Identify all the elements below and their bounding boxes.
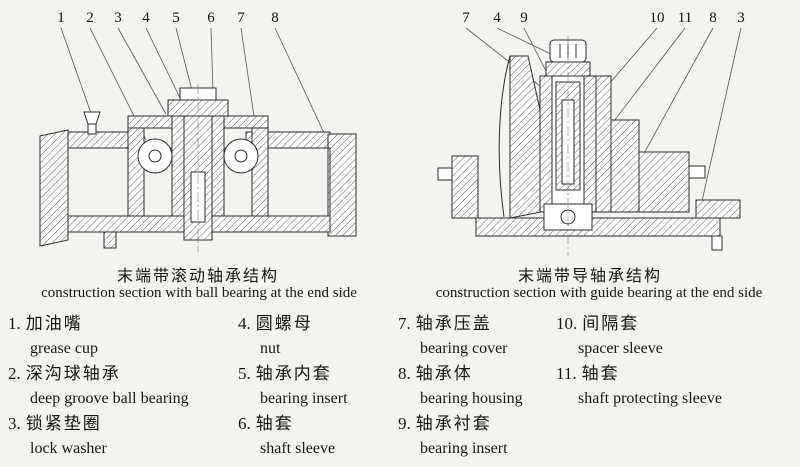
legend-item-zh: 间隔套 bbox=[582, 314, 640, 333]
callout-7: 7 bbox=[237, 10, 245, 26]
figure-ball-bearing-section: 1 2 3 4 5 6 7 8 bbox=[39, 10, 357, 252]
legend-item-en: bearing cover bbox=[420, 340, 508, 357]
legend-item-en: bearing insert bbox=[420, 440, 508, 457]
callout-9: 9 bbox=[520, 10, 528, 26]
caption-right-en: construction section with guide bearing … bbox=[435, 285, 763, 301]
legend-item-7: 7.轴承压盖 bearing cover bbox=[398, 311, 556, 361]
ball-bearing-left-part bbox=[137, 138, 173, 174]
parts-legend: 1.加油嘴 grease cup 2.深沟球轴承 deep groove bal… bbox=[8, 311, 796, 461]
callout-2: 2 bbox=[86, 10, 94, 26]
legend-item-en: lock washer bbox=[30, 440, 107, 457]
legend-item-en: deep groove ball bearing bbox=[30, 390, 189, 407]
legend-item-en: bearing housing bbox=[420, 390, 523, 407]
legend-item-zh: 轴承体 bbox=[415, 364, 473, 383]
legend-item-4: 4.圆螺母 nut bbox=[238, 311, 398, 361]
callout-8: 8 bbox=[709, 10, 717, 26]
caption-left-zh: 末端带滚动轴承结构 bbox=[116, 268, 279, 285]
callout-8: 8 bbox=[271, 10, 279, 26]
legend-item-number: 3. bbox=[8, 414, 21, 433]
callout-3: 3 bbox=[114, 10, 122, 26]
legend-item-number: 1. bbox=[8, 314, 21, 333]
legend-column-4: 10.间隔套 spacer sleeve 11.轴套 shaft protect… bbox=[556, 311, 796, 461]
legend-item-1: 1.加油嘴 grease cup bbox=[8, 311, 238, 361]
legend-item-2: 2.深沟球轴承 deep groove ball bearing bbox=[8, 361, 238, 411]
callout-numbers: 7 4 9 10 11 8 3 bbox=[462, 10, 745, 26]
callout-10: 10 bbox=[650, 10, 665, 26]
callout-4: 4 bbox=[142, 10, 150, 26]
callout-4: 4 bbox=[493, 10, 501, 26]
legend-item-11: 11.轴套 shaft protecting sleeve bbox=[556, 361, 796, 411]
shaft-assembly bbox=[167, 87, 229, 241]
callout-11: 11 bbox=[678, 10, 692, 26]
caption-left-en: construction section with ball bearing a… bbox=[41, 285, 357, 301]
legend-column-2: 4.圆螺母 nut 5.轴承内套 bearing insert 6.轴套 sha… bbox=[238, 311, 398, 461]
callout-5: 5 bbox=[172, 10, 180, 26]
legend-item-zh: 锁紧垫圈 bbox=[25, 414, 102, 433]
legend-item-number: 2. bbox=[8, 364, 21, 383]
legend-item-en: grease cup bbox=[30, 340, 98, 357]
legend-item-number: 6. bbox=[238, 414, 251, 433]
caption-right-zh: 末端带导轴承结构 bbox=[517, 268, 662, 285]
legend-item-3: 3.锁紧垫圈 lock washer bbox=[8, 411, 238, 461]
callout-7: 7 bbox=[462, 10, 470, 26]
legend-item-6: 6.轴套 shaft sleeve bbox=[238, 411, 398, 461]
callout-6: 6 bbox=[207, 10, 215, 26]
legend-item-number: 9. bbox=[398, 414, 411, 433]
callout-3: 3 bbox=[737, 10, 745, 26]
legend-item-number: 8. bbox=[398, 364, 411, 383]
legend-item-10: 10.间隔套 spacer sleeve bbox=[556, 311, 796, 361]
legend-item-zh: 圆螺母 bbox=[255, 314, 313, 333]
legend-item-number: 7. bbox=[398, 314, 411, 333]
legend-item-number: 4. bbox=[238, 314, 251, 333]
legend-item-5: 5.轴承内套 bearing insert bbox=[238, 361, 398, 411]
legend-column-1: 1.加油嘴 grease cup 2.深沟球轴承 deep groove bal… bbox=[8, 311, 238, 461]
legend-item-zh: 轴承压盖 bbox=[415, 314, 492, 333]
legend-item-en: shaft protecting sleeve bbox=[578, 390, 722, 407]
legend-item-9: 9.轴承衬套 bearing insert bbox=[398, 411, 556, 461]
legend-item-en: nut bbox=[260, 340, 281, 357]
legend-item-en: spacer sleeve bbox=[578, 340, 663, 357]
legend-item-zh: 加油嘴 bbox=[25, 314, 83, 333]
legend-item-8: 8.轴承体 bearing housing bbox=[398, 361, 556, 411]
figure-guide-bearing-section: 7 4 9 10 11 8 3 bbox=[437, 10, 745, 256]
legend-item-zh: 轴承内套 bbox=[255, 364, 332, 383]
legend-item-zh: 轴套 bbox=[255, 414, 294, 433]
ball-bearing-right-part bbox=[223, 138, 259, 174]
callout-1: 1 bbox=[57, 10, 65, 26]
grease-cup-part bbox=[83, 111, 101, 135]
legend-column-3: 7.轴承压盖 bearing cover 8.轴承体 bearing housi… bbox=[398, 311, 556, 461]
bearing-housing-section bbox=[39, 115, 357, 249]
callout-numbers: 1 2 3 4 5 6 7 8 bbox=[57, 10, 279, 26]
legend-item-number: 10. bbox=[556, 314, 578, 333]
legend-item-en: bearing insert bbox=[260, 390, 348, 407]
legend-item-number: 5. bbox=[238, 364, 251, 383]
legend-item-zh: 轴套 bbox=[581, 364, 620, 383]
legend-item-number: 11. bbox=[556, 364, 577, 383]
bearing-housing-section bbox=[437, 55, 741, 251]
legend-item-en: shaft sleeve bbox=[260, 440, 336, 457]
legend-item-zh: 轴承衬套 bbox=[415, 414, 492, 433]
legend-item-zh: 深沟球轴承 bbox=[25, 364, 121, 383]
